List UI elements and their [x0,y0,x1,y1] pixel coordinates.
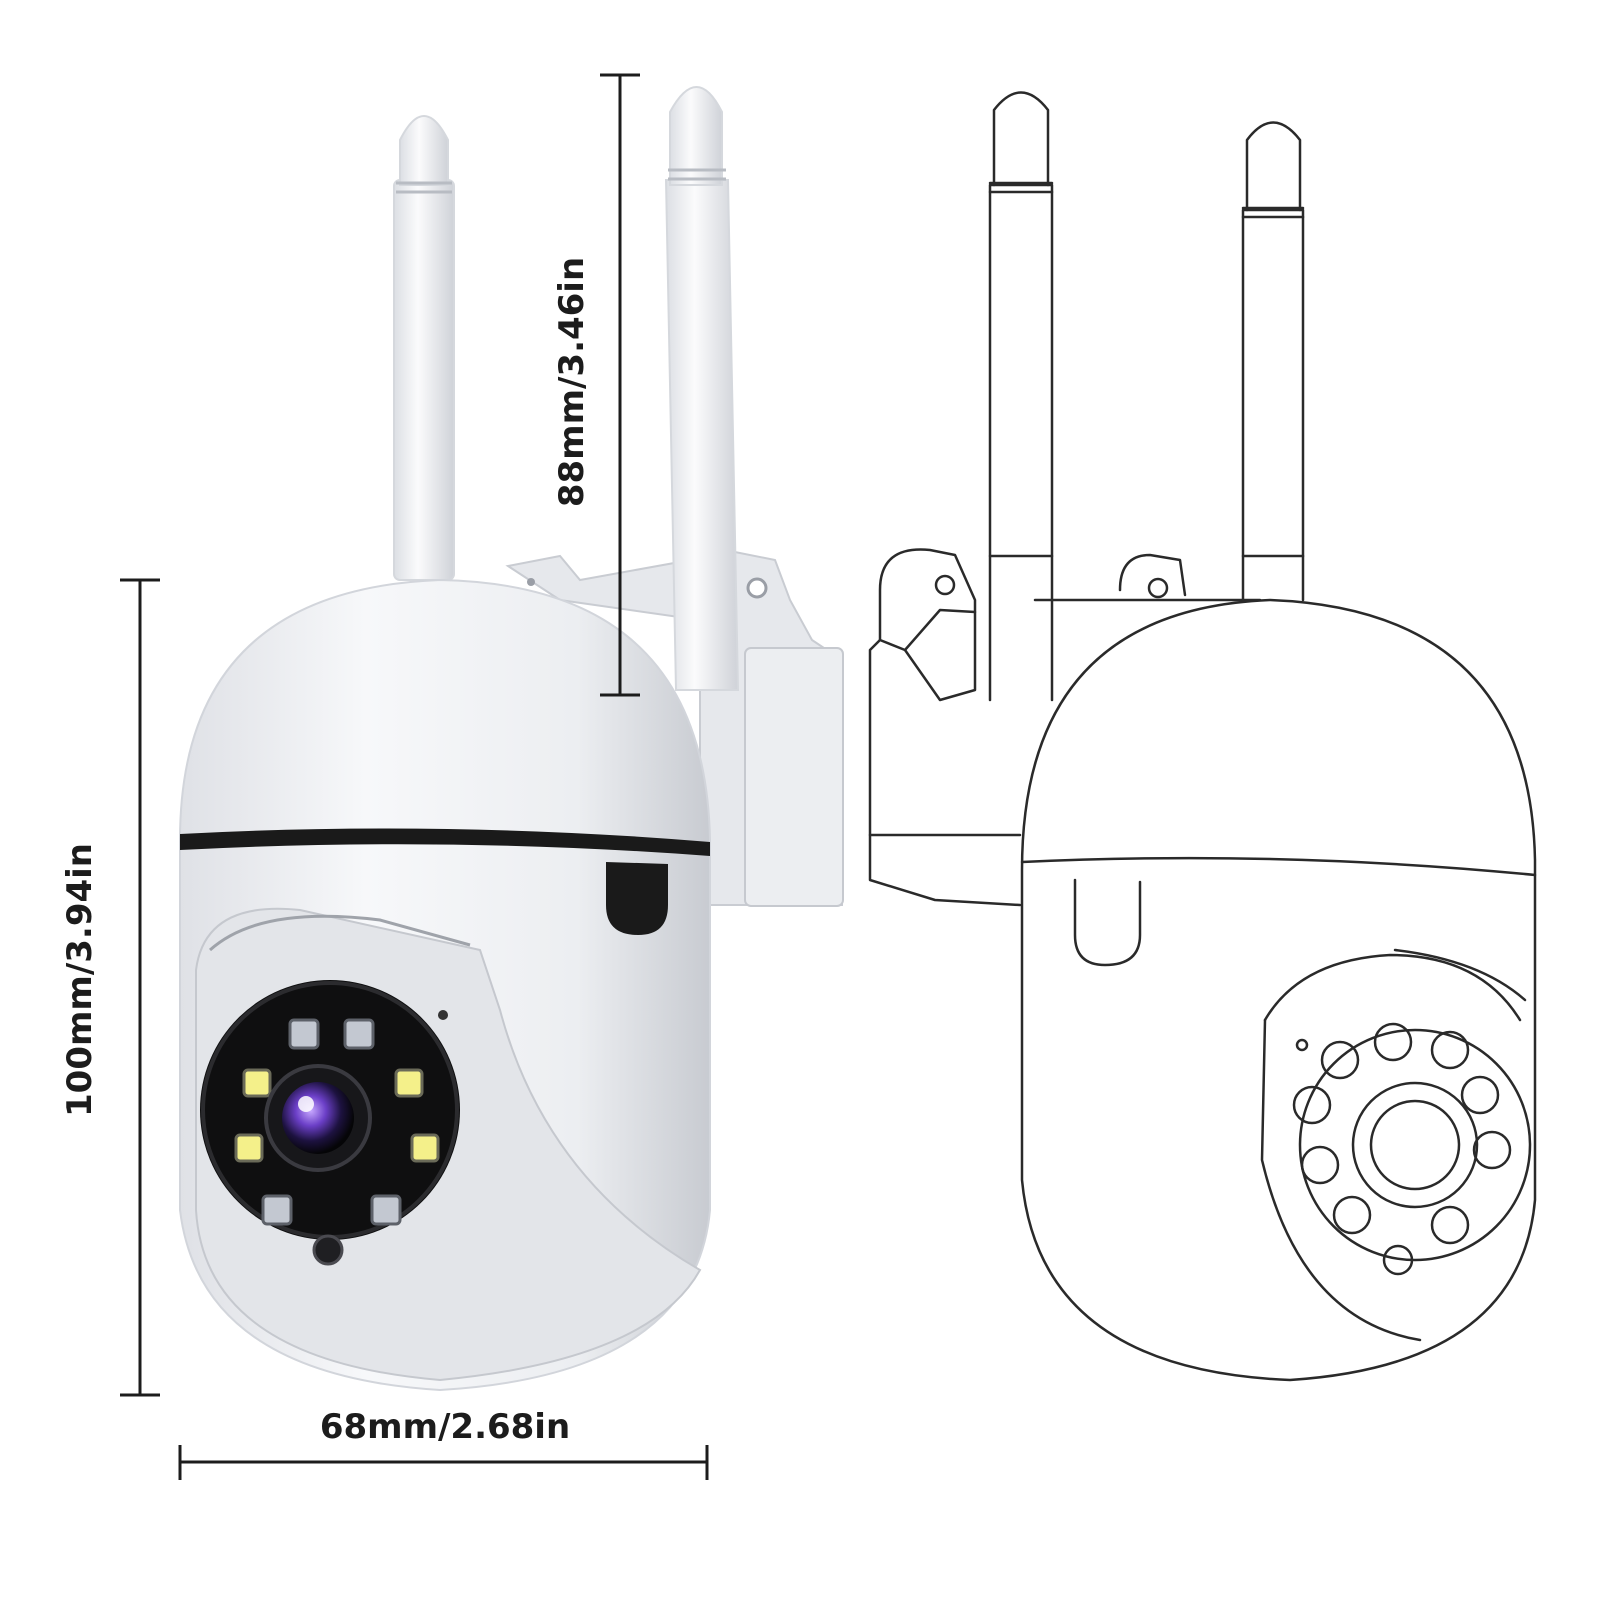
body-notch [606,862,668,935]
camera-lens [264,1064,372,1172]
body-seam [180,828,710,856]
antenna-right [664,86,740,691]
wall-bracket [505,550,844,907]
width-dimension-label: 68mm/2.68in [319,1407,571,1447]
height-dimension-label: 100mm/3.94in [60,843,100,1117]
microphone-hole [438,1010,448,1020]
light-sensor [312,1234,344,1266]
antenna-height-dimension-label: 88mm/3.46in [552,256,592,508]
antenna-left [393,115,455,581]
dimension-lines [120,73,709,1480]
camera-photo-icon [179,86,844,1392]
camera-outline-drawing [868,91,1537,1382]
ir-led-cluster [261,1018,402,1226]
white-led-cluster [234,1068,440,1163]
